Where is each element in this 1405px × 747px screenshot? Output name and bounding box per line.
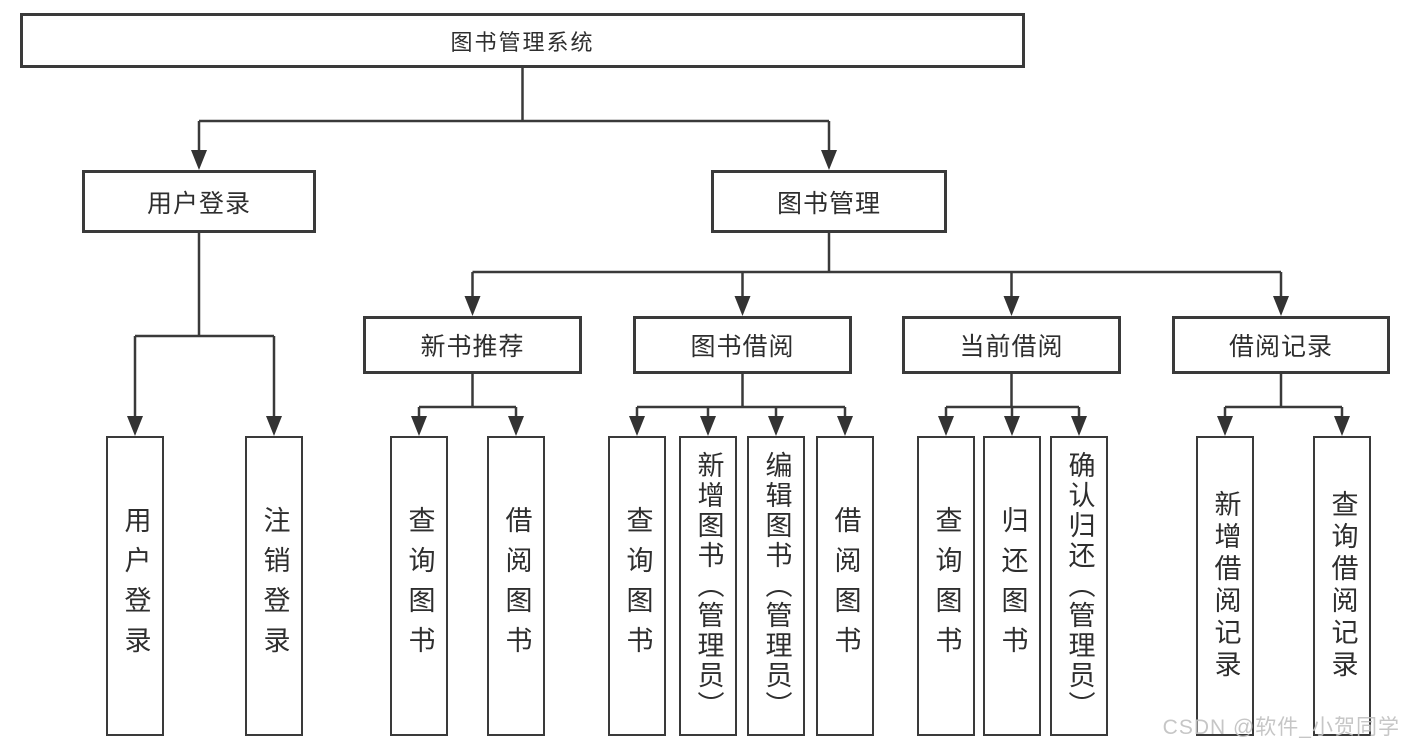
connector-current-borrow-to-leaves: [938, 374, 1087, 436]
node-label: 借阅图书: [501, 506, 532, 666]
connector-root-to-level2: [191, 68, 837, 170]
node-label: 注销登录: [259, 506, 290, 666]
leaf-logout: 注销登录: [245, 436, 303, 736]
node-label: 新增借阅记录: [1210, 490, 1241, 682]
leaf-query-borrow-record: 查询借阅记录: [1313, 436, 1371, 736]
arrow-down-icon: [1004, 416, 1020, 436]
node-book-management: 图书管理: [711, 170, 947, 233]
connector-book-borrow-to-leaves: [629, 374, 853, 436]
arrow-down-icon: [1217, 416, 1233, 436]
node-borrowing-records: 借阅记录: [1172, 316, 1390, 374]
node-library-system: 图书管理系统: [20, 13, 1025, 68]
arrow-down-icon: [821, 150, 837, 170]
arrow-down-icon: [266, 416, 282, 436]
node-label: 确认归还（管理员）: [1064, 451, 1095, 721]
csdn-watermark: CSDN @软件_小贺同学: [1162, 716, 1400, 739]
node-user-login: 用户登录: [82, 170, 316, 233]
node-label: 归还图书: [997, 506, 1028, 666]
connector-user-login-to-leaves: [127, 233, 282, 436]
node-label: 借阅图书: [830, 506, 861, 666]
arrow-down-icon: [938, 416, 954, 436]
leaf-add-books-admin: 新增图书（管理员）: [679, 436, 737, 736]
arrow-down-icon: [464, 296, 481, 316]
node-label: 图书借阅: [690, 333, 795, 361]
node-label: 当前借阅: [959, 333, 1064, 361]
arrow-down-icon: [1071, 416, 1087, 436]
connector-new-book-to-leaves: [411, 374, 524, 436]
leaf-user-login: 用户登录: [106, 436, 164, 736]
node-label: 新书推荐: [420, 333, 525, 361]
node-current-borrowing: 当前借阅: [902, 316, 1121, 374]
arrow-down-icon: [768, 416, 784, 436]
arrow-down-icon: [837, 416, 853, 436]
arrow-down-icon: [411, 416, 427, 436]
leaf-confirm-return-admin: 确认归还（管理员）: [1050, 436, 1108, 736]
arrow-down-icon: [629, 416, 645, 436]
arrow-down-icon: [1334, 416, 1350, 436]
leaf-query-books-3: 查询图书: [917, 436, 975, 736]
leaf-query-books-2: 查询图书: [608, 436, 666, 736]
arrow-down-icon: [734, 296, 751, 316]
connector-borrow-records-to-leaves: [1217, 374, 1350, 436]
node-label: 查询图书: [404, 506, 435, 666]
node-label: 用户登录: [146, 189, 251, 218]
node-label: 编辑图书（管理员）: [761, 451, 792, 721]
node-label: 借阅记录: [1228, 333, 1333, 361]
node-book-borrowing: 图书借阅: [633, 316, 852, 374]
node-label: 查询借阅记录: [1327, 490, 1358, 682]
node-label: 查询图书: [622, 506, 653, 666]
arrow-down-icon: [127, 416, 143, 436]
leaf-borrow-books-1: 借阅图书: [487, 436, 545, 736]
leaf-return-books: 归还图书: [983, 436, 1041, 736]
arrow-down-icon: [700, 416, 716, 436]
leaf-edit-books-admin: 编辑图书（管理员）: [747, 436, 805, 736]
arrow-down-icon: [1003, 296, 1020, 316]
node-label: 新增图书（管理员）: [693, 451, 724, 721]
node-label: 用户登录: [120, 506, 151, 666]
node-label: 图书管理: [776, 189, 881, 218]
arrow-down-icon: [191, 150, 207, 170]
arrow-down-icon: [1273, 296, 1289, 316]
arrow-down-icon: [508, 416, 524, 436]
node-label: 查询图书: [931, 506, 962, 666]
leaf-borrow-books-2: 借阅图书: [816, 436, 874, 736]
leaf-query-books-1: 查询图书: [390, 436, 448, 736]
node-new-book-recommend: 新书推荐: [363, 316, 582, 374]
leaf-add-borrow-record: 新增借阅记录: [1196, 436, 1254, 736]
node-label: 图书管理系统: [450, 29, 595, 55]
connector-book-mgmt-to-level3: [464, 233, 1289, 316]
